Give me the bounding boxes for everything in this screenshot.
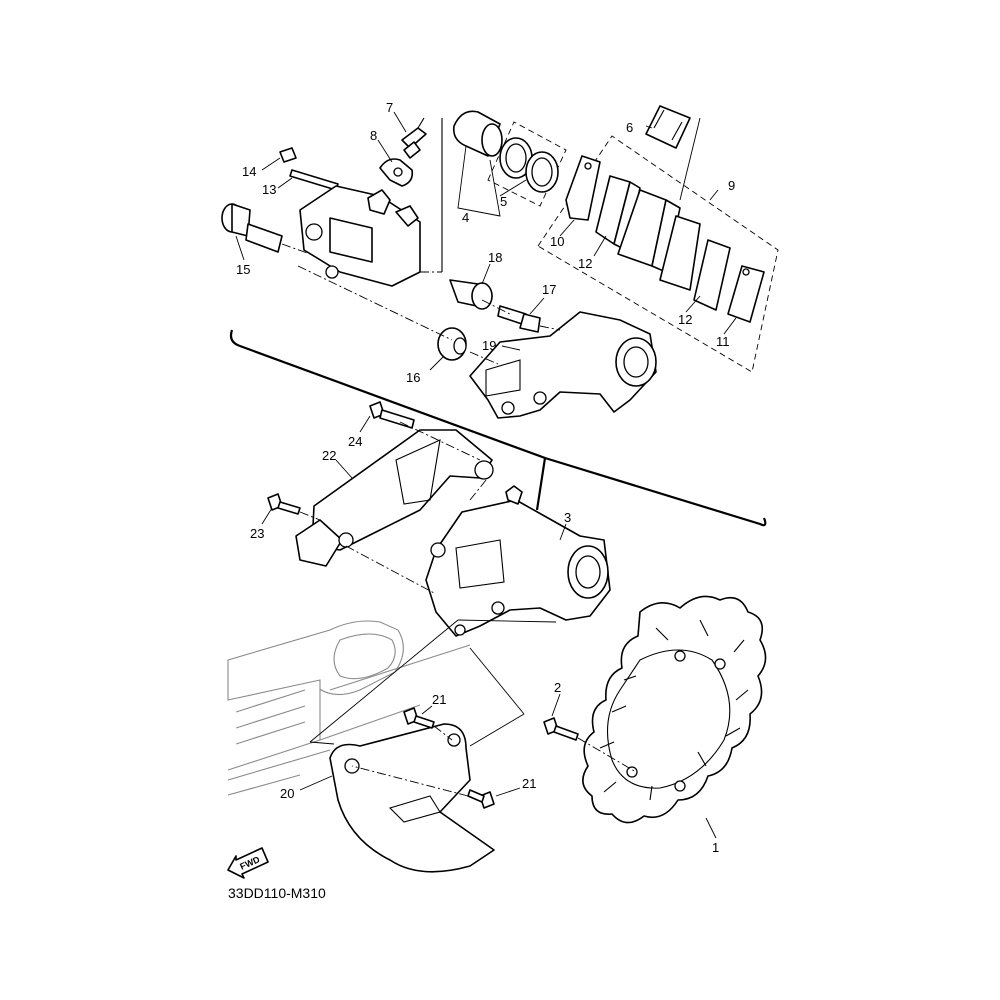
seal-kit-dashed-box: [487, 121, 567, 207]
part-19-caliper-bracket: [469, 311, 657, 419]
diagram-reference-code: 33DD110-M310: [228, 885, 326, 901]
callout-7: 7: [386, 100, 393, 115]
part-24-bolt: [369, 401, 415, 429]
part-5-seals: [499, 137, 559, 193]
part-15-slide-pin: [221, 203, 311, 255]
callout-19: 19: [482, 338, 496, 353]
part-10-pad-shim: [565, 155, 601, 221]
callout-10: 10: [550, 234, 564, 249]
pad-kit-dashed-box: [537, 135, 779, 373]
callout-17: 17: [542, 282, 556, 297]
part-16-boot: [437, 327, 467, 361]
callout-22: 22: [322, 448, 336, 463]
callout-11: 11: [716, 334, 730, 349]
callout-13: 13: [262, 182, 276, 197]
callout-leaders: [235, 111, 737, 839]
callout-21-lower: 21: [522, 776, 536, 791]
part-3-caliper-assembly: [425, 485, 611, 637]
callout-14: 14: [242, 164, 256, 179]
callout-23: 23: [250, 526, 264, 541]
part-12-brake-pad-a: [595, 175, 641, 251]
part-11-pad-shim: [727, 265, 765, 323]
callout-numbers: 7 8 14 13 15 4 5 6 9 10 12 12 11 18 17 1…: [236, 100, 735, 855]
part-18-boot: [449, 279, 493, 310]
assembly-center-lines: [297, 265, 637, 797]
callout-1: 1: [712, 840, 719, 855]
part-20-disc-guard: [329, 723, 495, 873]
callout-24: 24: [348, 434, 362, 449]
swingarm-ghost-outline: [227, 620, 471, 796]
part-23-bolt: [267, 493, 301, 515]
callout-15: 15: [236, 262, 250, 277]
part-6-pad-spring: [645, 105, 691, 149]
part-12-brake-pad-inner: [617, 189, 681, 273]
callout-16: 16: [406, 370, 420, 385]
part-8-bleed-cap: [379, 158, 414, 187]
callout-12-lower: 12: [678, 312, 692, 327]
callout-18: 18: [488, 250, 502, 265]
callout-2: 2: [554, 680, 561, 695]
callout-8: 8: [370, 128, 377, 143]
callout-9: 9: [728, 178, 735, 193]
callout-12-upper: 12: [578, 256, 592, 271]
part-21-bolt-a: [403, 707, 435, 729]
callout-6: 6: [626, 120, 633, 135]
upper-caliper-body: [299, 118, 443, 287]
callout-3: 3: [564, 510, 571, 525]
callout-20: 20: [280, 786, 294, 801]
part-17-bolt: [497, 305, 541, 333]
callout-21-upper: 21: [432, 692, 446, 707]
part-22-caliper-guard: [295, 429, 494, 567]
part-4-piston: [452, 110, 503, 157]
callout-5: 5: [500, 194, 507, 209]
callout-4: 4: [462, 210, 469, 225]
fwd-arrow-icon: FWD: [227, 847, 269, 879]
part-12-brake-pad-b: [659, 215, 731, 311]
part-21-bolt-b: [467, 789, 495, 809]
part-2-rotor-bolt: [543, 717, 579, 741]
part-7-bleed-screw: [401, 117, 427, 159]
part-1-brake-disc: [582, 595, 767, 824]
part-14-cap: [279, 147, 297, 163]
assembly-boundary-line: [229, 329, 767, 527]
